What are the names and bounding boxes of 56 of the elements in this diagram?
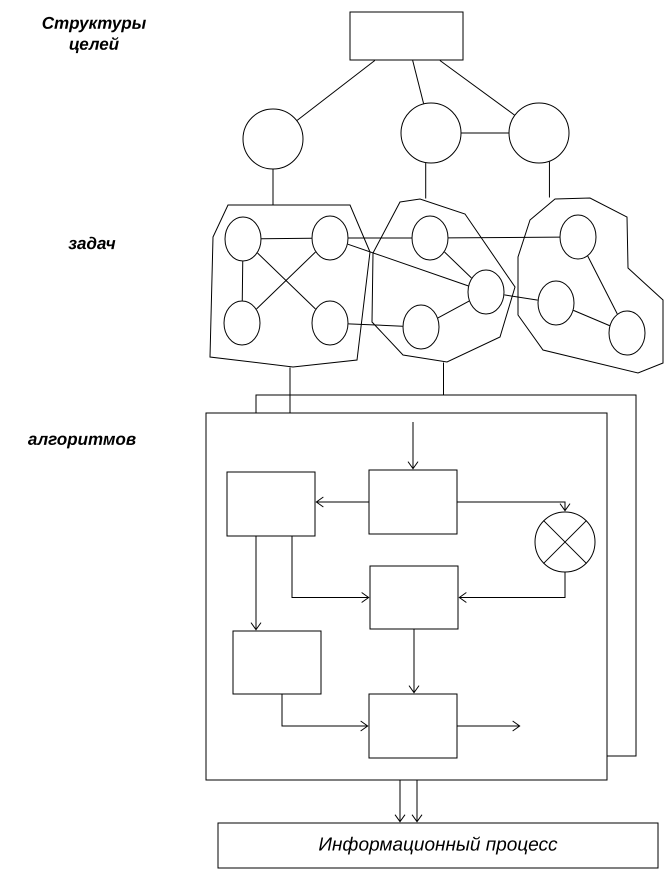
connector-line [572, 310, 610, 326]
connector-line [437, 300, 470, 318]
arrow [457, 720, 521, 732]
task-oval [468, 270, 504, 314]
goal-circle [508, 102, 570, 164]
arrow [457, 502, 570, 512]
connector-line [261, 238, 312, 240]
arrow [316, 496, 369, 508]
block-box [368, 470, 458, 534]
section-label: Структуры целей [42, 16, 146, 54]
arrow [408, 629, 420, 694]
task-oval [560, 214, 596, 260]
block-box [370, 566, 458, 630]
task-oval [412, 216, 448, 260]
task-oval [312, 300, 348, 346]
cluster-outline [210, 204, 371, 368]
connector-line [272, 169, 274, 205]
arrow [458, 572, 566, 603]
arrow [282, 694, 368, 732]
connector-line [348, 323, 404, 327]
task-oval [538, 280, 574, 326]
connector-line [439, 60, 515, 116]
connector-line [448, 236, 560, 238]
goal-circle [242, 108, 304, 170]
connector-line [425, 162, 426, 199]
connector-line [347, 244, 469, 286]
arrow [408, 422, 418, 470]
connector-line [412, 60, 424, 104]
section-label: задач [68, 236, 116, 250]
connector-line [548, 161, 550, 198]
task-oval [402, 304, 440, 350]
block-box [232, 630, 322, 694]
goal-circle [400, 102, 462, 164]
process-box: Информационный процесс [218, 822, 658, 868]
block-box [368, 694, 458, 758]
connector-line [587, 256, 618, 314]
arrow [292, 536, 370, 603]
section-label: алгоритмов [28, 436, 136, 448]
connector-line [444, 251, 472, 279]
connector-line [504, 294, 538, 301]
arrow [250, 536, 262, 630]
task-oval [608, 310, 646, 356]
block-box [226, 472, 316, 536]
connector-line [242, 261, 244, 301]
cluster-outline [372, 198, 516, 363]
task-oval [312, 216, 348, 260]
goal-box [350, 12, 464, 60]
connector-line [296, 60, 376, 121]
connector-line [443, 362, 444, 395]
connector-line [461, 132, 509, 134]
cluster-outline [518, 198, 664, 374]
arrow [394, 780, 406, 822]
summing-junction [534, 512, 596, 572]
arrow [412, 780, 422, 822]
task-oval [224, 300, 260, 346]
task-oval [224, 216, 262, 262]
